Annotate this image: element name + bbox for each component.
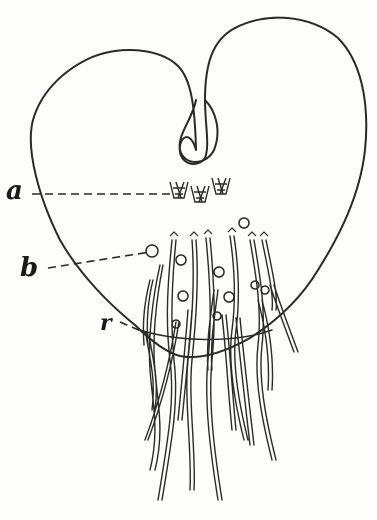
rhizoid [222,315,236,430]
rhizoid [258,300,273,390]
rhizoid [178,310,192,420]
antheridium [176,255,186,265]
basal-line [140,330,272,339]
rhizoid-tip [170,232,178,236]
antheridium [178,291,188,301]
antheridium [224,292,234,302]
label-b: b [20,255,38,281]
rhizoid-tip [260,232,268,236]
rhizoid-tip [190,232,198,236]
archegonium [212,178,230,194]
archegonium [191,186,209,202]
archegonium [170,182,188,198]
rhizoid [270,285,298,352]
rhizoid [146,335,156,410]
label-r: r [100,312,112,334]
antheridium [239,218,249,228]
rhizoid [187,240,197,490]
label-a: a [6,178,23,204]
rhizoid-tip [228,228,236,232]
rhizoid-tip [204,230,212,234]
leader-line-b [48,252,150,268]
rhizoid-tip [248,232,256,236]
antheridium [214,267,224,277]
antheridium [146,245,158,257]
apical-notch [180,100,218,162]
prothallium-outline [31,18,366,357]
